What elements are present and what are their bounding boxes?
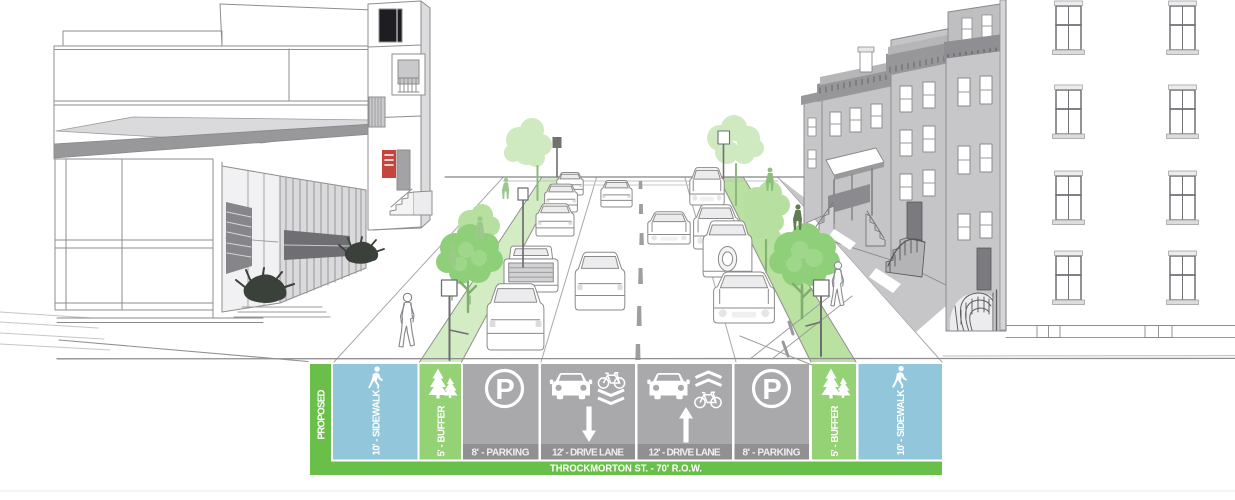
svg-text:PROPOSED: PROPOSED	[316, 390, 327, 440]
svg-text:10' - SIDEWALK: 10' - SIDEWALK	[371, 390, 382, 456]
svg-text:8' - PARKING: 8' - PARKING	[743, 448, 801, 459]
svg-text:P: P	[495, 374, 514, 406]
svg-text:5' - BUFFER: 5' - BUFFER	[436, 406, 447, 457]
svg-text:12' - DRIVE LANE: 12' - DRIVE LANE	[552, 448, 624, 459]
svg-text:THROCKMORTON ST. - 70' R.O.W.: THROCKMORTON ST. - 70' R.O.W.	[550, 464, 702, 475]
svg-text:12' - DRIVE LANE: 12' - DRIVE LANE	[649, 448, 721, 459]
svg-text:10' - SIDEWALK: 10' - SIDEWALK	[896, 390, 907, 456]
svg-text:8' - PARKING: 8' - PARKING	[472, 448, 530, 459]
svg-text:5' - BUFFER: 5' - BUFFER	[830, 406, 841, 457]
